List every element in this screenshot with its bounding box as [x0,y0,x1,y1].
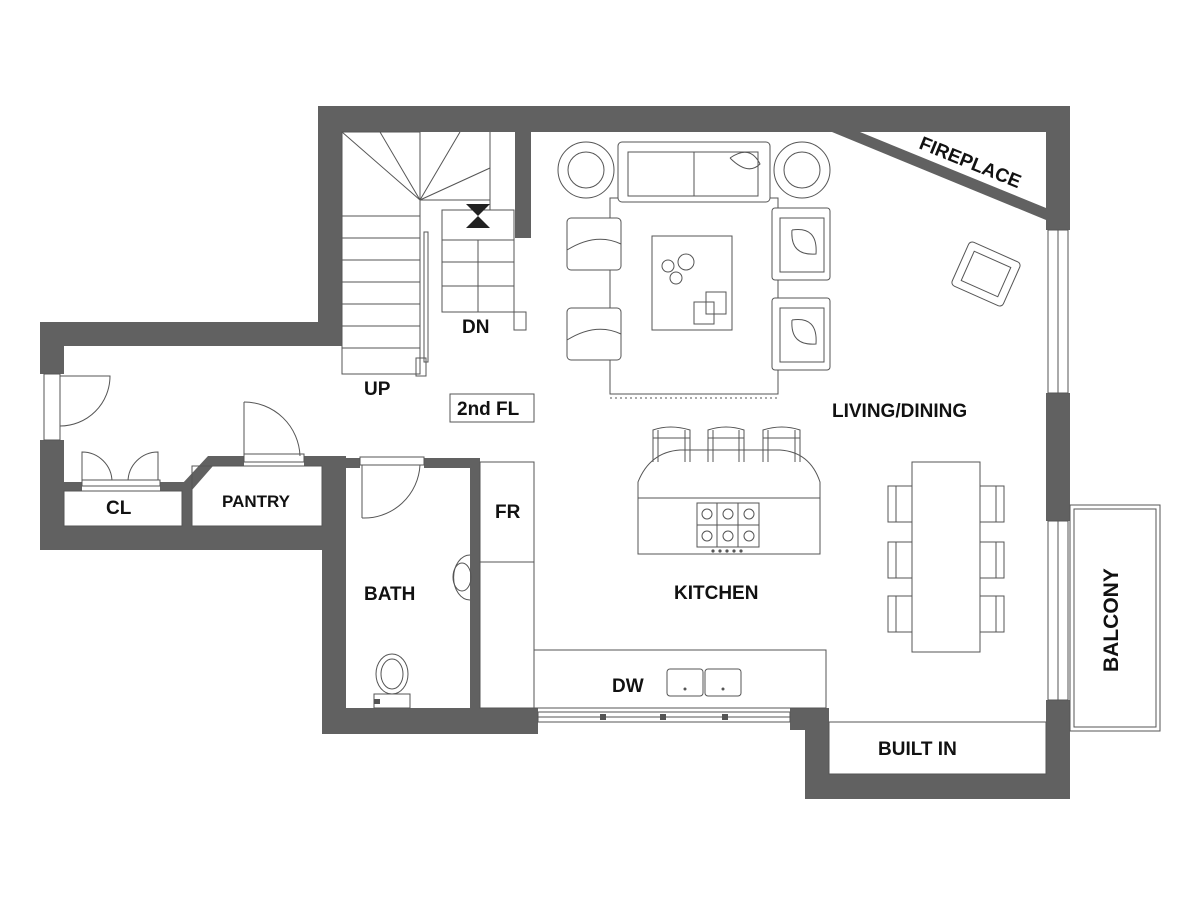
windows [43,229,1069,723]
fr-label: FR [495,502,521,523]
fireplace: FIREPLACE [832,132,1046,220]
bathroom: BATH [359,456,472,709]
balcony-label: BALCONY [1100,568,1123,672]
entry-area: CL PANTRY [59,375,323,527]
dining-area: LIVING/DINING [832,401,1005,653]
kitchen: FR DW [479,426,827,709]
living-dining-label: LIVING/DINING [832,401,967,422]
balcony: BALCONY [1069,504,1161,732]
dw-label: DW [612,676,644,697]
stairs: DN UP [341,131,527,400]
dn-label: DN [462,317,489,338]
exterior-walls [40,106,1070,799]
built-in-label: BUILT IN [878,739,957,760]
up-label: UP [364,379,391,400]
second-floor-marker: 2nd FL [449,393,535,423]
built-in: BUILT IN [828,721,1047,775]
kitchen-label: KITCHEN [674,583,758,604]
living-area [557,141,1021,399]
pantry-label: PANTRY [222,492,291,511]
cl-label: CL [106,498,132,519]
second-floor-label: 2nd FL [457,399,520,420]
bath-label: BATH [364,584,415,605]
